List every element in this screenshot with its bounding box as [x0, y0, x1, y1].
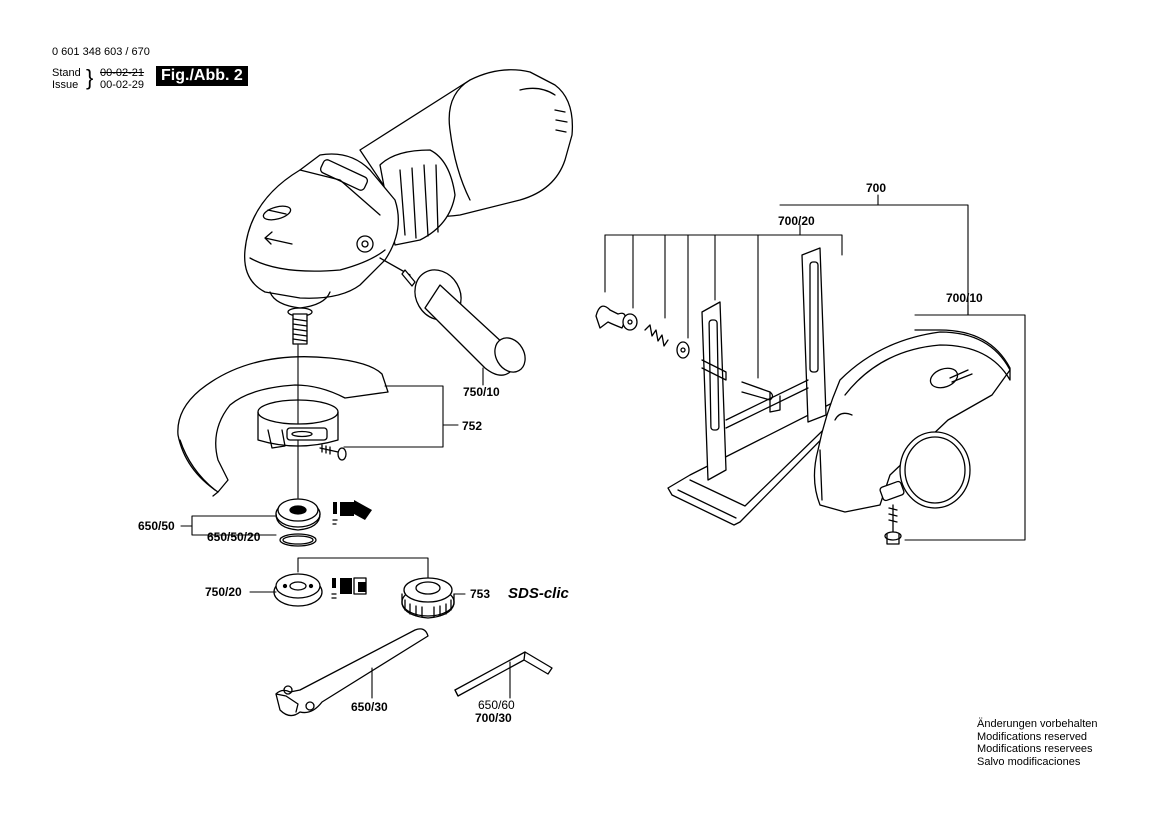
sds-icon-lower — [331, 577, 367, 599]
note-german: Änderungen vorbehalten — [977, 718, 1098, 730]
document-number: 0 601 348 603 / 670 — [52, 46, 150, 58]
note-french: Modifications reservees — [977, 743, 1093, 755]
label-752: 752 — [462, 419, 482, 433]
label-700-20: 700/20 — [778, 214, 815, 228]
mounting-flange-drawing — [275, 498, 321, 547]
cutting-guide-drawing — [595, 247, 861, 526]
sds-icon-upper — [332, 500, 372, 525]
label-650-60: 650/60 — [478, 698, 515, 712]
issue-date: 00-02-29 — [100, 79, 145, 91]
issue-label: Issue — [52, 79, 79, 91]
stand-label: Stand — [52, 67, 81, 79]
note-english: Modifications reserved — [977, 730, 1088, 743]
label-650-50: 650/50 — [138, 519, 175, 533]
side-handle-drawing — [379, 257, 526, 376]
pin-spanner-drawing — [275, 628, 429, 717]
label-753: 753 — [470, 587, 490, 601]
stand-date: 00-02-21 — [100, 67, 145, 79]
label-700-30: 700/30 — [475, 711, 512, 725]
label-650-30: 650/30 — [351, 700, 388, 714]
clamping-flange-drawing — [273, 573, 323, 607]
hex-key-drawing — [454, 651, 553, 697]
sds-clic-logo: SDS-clic — [508, 585, 570, 602]
modification-notes: Änderungen vorbehalten Modifications res… — [977, 718, 1097, 768]
angle-grinder-drawing — [244, 69, 574, 345]
part-labels: 700 700/20 700/10 750/10 752 650/50 650/… — [138, 181, 983, 725]
label-750-10: 750/10 — [463, 385, 500, 399]
label-700-10: 700/10 — [946, 291, 983, 305]
label-750-20: 750/20 — [205, 585, 242, 599]
quick-nut-drawing — [401, 577, 455, 619]
wheel-guard-drawing — [177, 356, 389, 497]
label-650-50-20: 650/50/20 — [207, 530, 261, 544]
leader-lines — [180, 194, 1026, 699]
note-spanish: Salvo modificaciones — [977, 755, 1081, 768]
cutting-guard-drawing — [813, 329, 1011, 545]
label-700: 700 — [866, 181, 886, 195]
figure-label: Fig./Abb. 2 — [156, 66, 248, 86]
brace-glyph: } — [86, 65, 94, 90]
